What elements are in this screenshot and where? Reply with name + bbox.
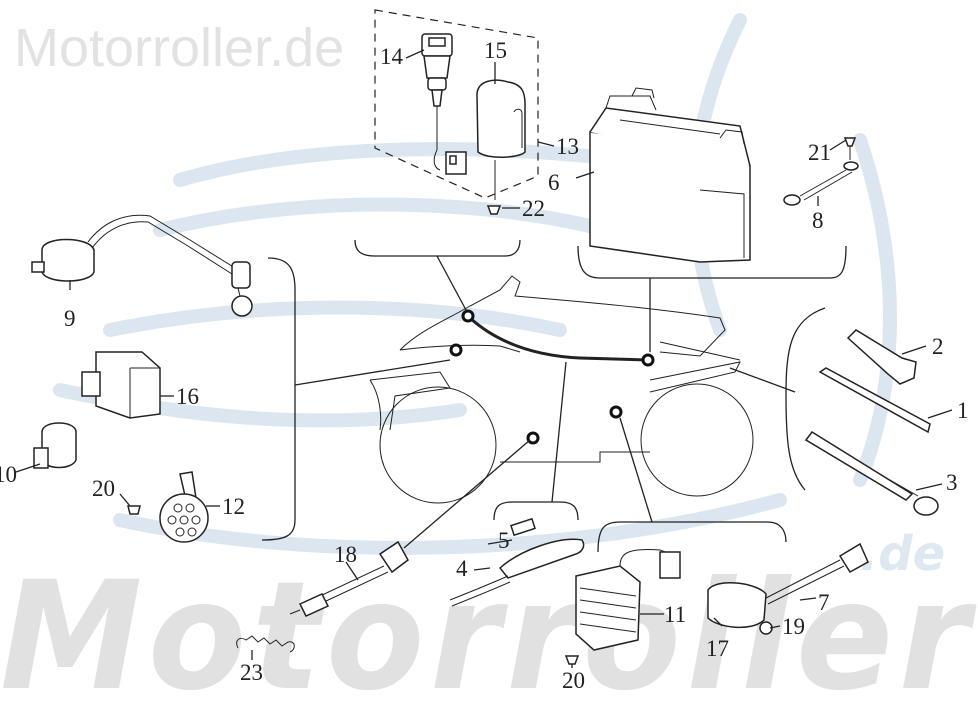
ignition-switch-group — [374, 9, 539, 215]
flasher-relay — [33, 422, 77, 469]
callout-1: 1 — [957, 398, 969, 423]
callout-21: 21 — [808, 140, 831, 165]
callout-3: 3 — [946, 470, 958, 495]
callout-23: 23 — [240, 660, 263, 685]
battery — [589, 87, 751, 263]
spring — [236, 635, 295, 653]
callout-22: 22 — [522, 196, 545, 221]
cdi-unit — [81, 351, 161, 419]
callout-20-regulator: 20 — [562, 668, 585, 693]
callout-9: 9 — [64, 306, 76, 331]
fuse-bracket — [493, 501, 579, 521]
regulator — [564, 549, 681, 665]
regulator-leader — [619, 417, 653, 523]
callout-19: 19 — [782, 614, 805, 639]
callout-16: 16 — [176, 384, 199, 409]
tool-leader — [729, 367, 796, 393]
callout-2: 2 — [932, 334, 944, 359]
leader-lines — [15, 49, 953, 668]
tool-set — [804, 329, 939, 516]
left-bracket — [261, 257, 296, 541]
callout-labels: 1 2 3 4 5 6 7 8 9 10 11 12 13 14 15 16 1… — [0, 38, 969, 693]
callout-18: 18 — [334, 542, 357, 567]
callout-20-horn: 20 — [92, 476, 115, 501]
callout-4: 4 — [456, 556, 468, 581]
battery-bracket — [577, 245, 847, 279]
battery-cable — [783, 137, 859, 206]
watermark-swoosh — [53, 13, 897, 555]
callout-12: 12 — [222, 494, 245, 519]
watermark-big: Motorroller — [0, 550, 977, 701]
regulator-bracket — [597, 521, 787, 553]
callout-10: 10 — [0, 462, 17, 487]
sensor-cable — [289, 439, 531, 617]
fuse-leader — [551, 361, 567, 503]
tool-bracket — [785, 307, 826, 491]
watermark-de: .de — [860, 526, 945, 582]
horn — [127, 471, 209, 543]
callout-7: 7 — [818, 590, 830, 615]
fuse-holder — [449, 517, 585, 607]
watermark-top: Motorroller.de — [14, 18, 344, 78]
starter-relay — [707, 542, 869, 635]
callout-17: 17 — [706, 636, 729, 661]
top-group-bracket — [354, 239, 521, 257]
top-group-leader — [436, 255, 467, 311]
callout-13: 13 — [556, 134, 579, 159]
scooter-outline — [369, 275, 754, 504]
callout-14: 14 — [380, 44, 404, 69]
ignition-coil — [31, 214, 253, 317]
callout-15: 15 — [484, 38, 507, 63]
callout-8: 8 — [812, 208, 824, 233]
callout-5: 5 — [498, 528, 510, 553]
left-leader — [294, 359, 451, 386]
callout-11: 11 — [664, 602, 686, 627]
callout-6: 6 — [548, 170, 560, 195]
